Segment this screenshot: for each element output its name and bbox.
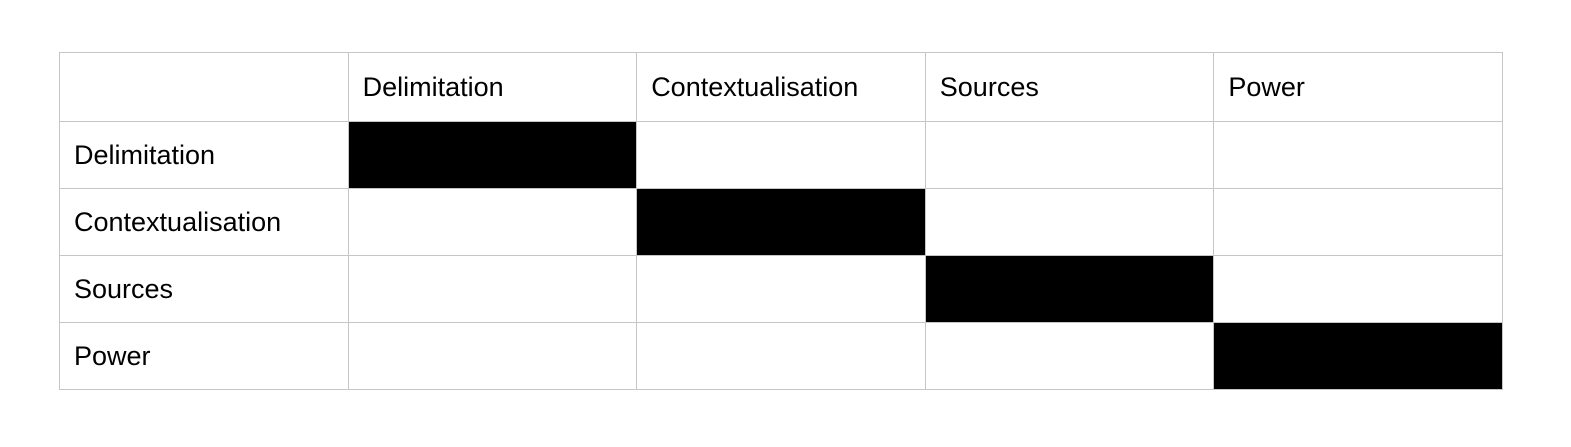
- corner-header-cell: [59, 52, 349, 122]
- matrix-cell: [347, 188, 638, 256]
- matrix-cell: [1213, 322, 1503, 390]
- matrix-cell: [636, 188, 926, 256]
- column-header-power: Power: [1213, 52, 1503, 122]
- matrix-cell: [636, 322, 926, 390]
- row-header-power: Power: [59, 322, 349, 390]
- column-header-contextualisation: Contextualisation: [636, 52, 926, 122]
- criteria-matrix-table: Delimitation Contextualisation Sources P…: [59, 52, 1503, 390]
- row-header-delimitation: Delimitation: [59, 121, 349, 189]
- matrix-cell: [1213, 255, 1503, 323]
- row-header-sources: Sources: [59, 255, 349, 323]
- matrix-cell: [636, 121, 926, 189]
- table-row: Delimitation: [59, 121, 1503, 189]
- matrix-cell: [924, 121, 1215, 189]
- column-header-sources: Sources: [924, 52, 1215, 122]
- matrix-cell: [1213, 188, 1503, 256]
- table-row: Contextualisation: [59, 188, 1503, 256]
- matrix-cell: [924, 255, 1215, 323]
- header-row: Delimitation Contextualisation Sources P…: [59, 52, 1503, 122]
- matrix-cell: [347, 255, 638, 323]
- matrix-cell: [347, 322, 638, 390]
- matrix-cell: [924, 322, 1215, 390]
- matrix-cell: [636, 255, 926, 323]
- column-header-delimitation: Delimitation: [347, 52, 638, 122]
- table-row: Power: [59, 322, 1503, 390]
- row-header-contextualisation: Contextualisation: [59, 188, 349, 256]
- matrix-cell: [1213, 121, 1503, 189]
- matrix-cell: [924, 188, 1215, 256]
- matrix-cell: [347, 121, 638, 189]
- table-row: Sources: [59, 255, 1503, 323]
